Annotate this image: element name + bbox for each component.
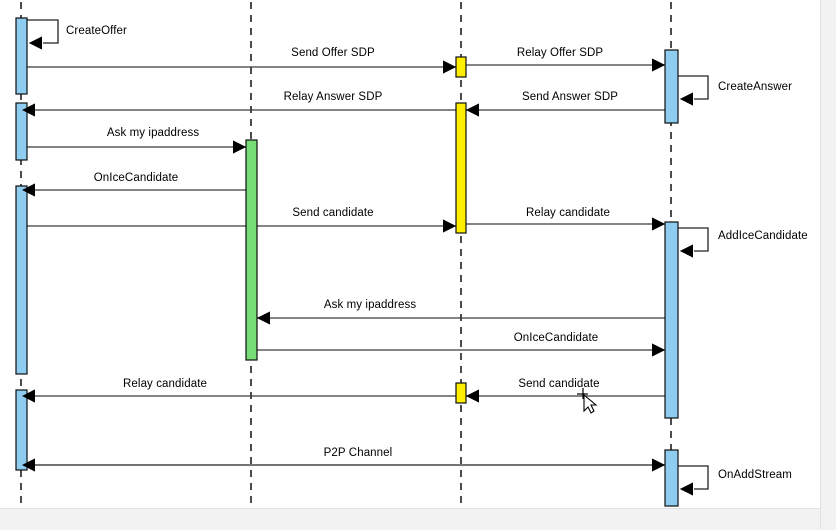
arrowhead-right (443, 219, 456, 233)
arrowhead-left (466, 389, 479, 403)
arrowhead-left (466, 103, 479, 117)
message-label-m10: Relay candidate (526, 207, 610, 219)
arrowhead-right (652, 458, 665, 472)
message-m9[interactable] (22, 219, 456, 233)
message-m2[interactable] (22, 60, 456, 74)
arrowhead-left (22, 103, 35, 117)
activation-bar-act-signal-3[interactable] (455, 382, 467, 404)
canvas-bottom-gutter (0, 508, 820, 530)
message-label-m8: OnIceCandidate (93, 172, 179, 184)
activation-bar-act-caller-3[interactable] (15, 185, 28, 375)
arrowhead-left (680, 92, 693, 106)
message-m3[interactable] (466, 58, 665, 72)
arrowhead-left (22, 458, 35, 472)
self-message-loop (678, 227, 709, 252)
self-message-loop (27, 19, 59, 44)
cursor-pointer (583, 393, 598, 414)
arrowhead-left (680, 482, 693, 496)
activation-bar-act-caller-4[interactable] (15, 389, 28, 471)
arrowhead-right (443, 60, 456, 74)
self-message-loop (678, 465, 709, 490)
message-label-m1: CreateOffer (66, 25, 127, 37)
message-m7[interactable] (22, 140, 246, 154)
diagram-canvas[interactable] (0, 0, 820, 508)
arrowhead-left (22, 389, 35, 403)
message-label-m7: Ask my ipaddress (106, 127, 200, 139)
message-label-m13: OnIceCandidate (513, 332, 599, 344)
lifelines-group (20, 2, 672, 506)
message-label-m5: Send Answer SDP (521, 91, 619, 103)
arrowhead-left (29, 36, 42, 50)
arrowhead-left (680, 244, 693, 258)
arrowhead-right (652, 217, 665, 231)
mouse-cursor (577, 388, 598, 414)
message-label-m16: P2P Channel (323, 447, 393, 459)
message-label-m17: OnAddStream (718, 469, 792, 481)
message-m14[interactable] (466, 389, 665, 403)
move-cursor (577, 388, 598, 414)
activation-bar-act-callee-1[interactable] (664, 49, 679, 124)
activation-bar-act-caller-1[interactable] (15, 17, 28, 95)
activation-bar-act-signal-2[interactable] (455, 102, 467, 234)
message-m15[interactable] (22, 389, 456, 403)
activation-bar-act-caller-2[interactable] (15, 102, 28, 161)
message-label-m11: AddIceCandidate (718, 230, 808, 242)
activation-bar-act-signal-1[interactable] (455, 56, 467, 78)
message-m6[interactable] (22, 103, 456, 117)
message-label-m15: Relay candidate (123, 378, 207, 390)
activations-group (15, 17, 693, 507)
message-label-m2: Send Offer SDP (291, 47, 375, 59)
arrowhead-left (257, 311, 270, 325)
message-label-m6: Relay Answer SDP (283, 91, 383, 103)
self-message-loop (678, 75, 709, 100)
message-m5[interactable] (466, 103, 665, 117)
canvas-right-gutter (820, 0, 836, 529)
arrowhead-right (233, 140, 246, 154)
message-label-m9: Send candidate (292, 207, 374, 219)
message-label-m14: Send candidate (518, 378, 600, 390)
message-label-m12: Ask my ipaddress (323, 299, 417, 311)
message-label-m4: CreateAnswer (718, 81, 793, 93)
activation-bar-act-callee-3[interactable] (664, 449, 679, 507)
activation-bar-act-stun-1[interactable] (245, 139, 258, 361)
message-m16[interactable] (22, 458, 665, 472)
message-m1[interactable] (27, 19, 59, 50)
arrowhead-right (652, 343, 665, 357)
message-m12[interactable] (257, 311, 665, 325)
arrowhead-right (652, 58, 665, 72)
message-m8[interactable] (22, 183, 246, 197)
arrowhead-left (22, 183, 35, 197)
message-label-m3: Relay Offer SDP (516, 47, 604, 59)
activation-bar-act-callee-2[interactable] (664, 221, 679, 419)
